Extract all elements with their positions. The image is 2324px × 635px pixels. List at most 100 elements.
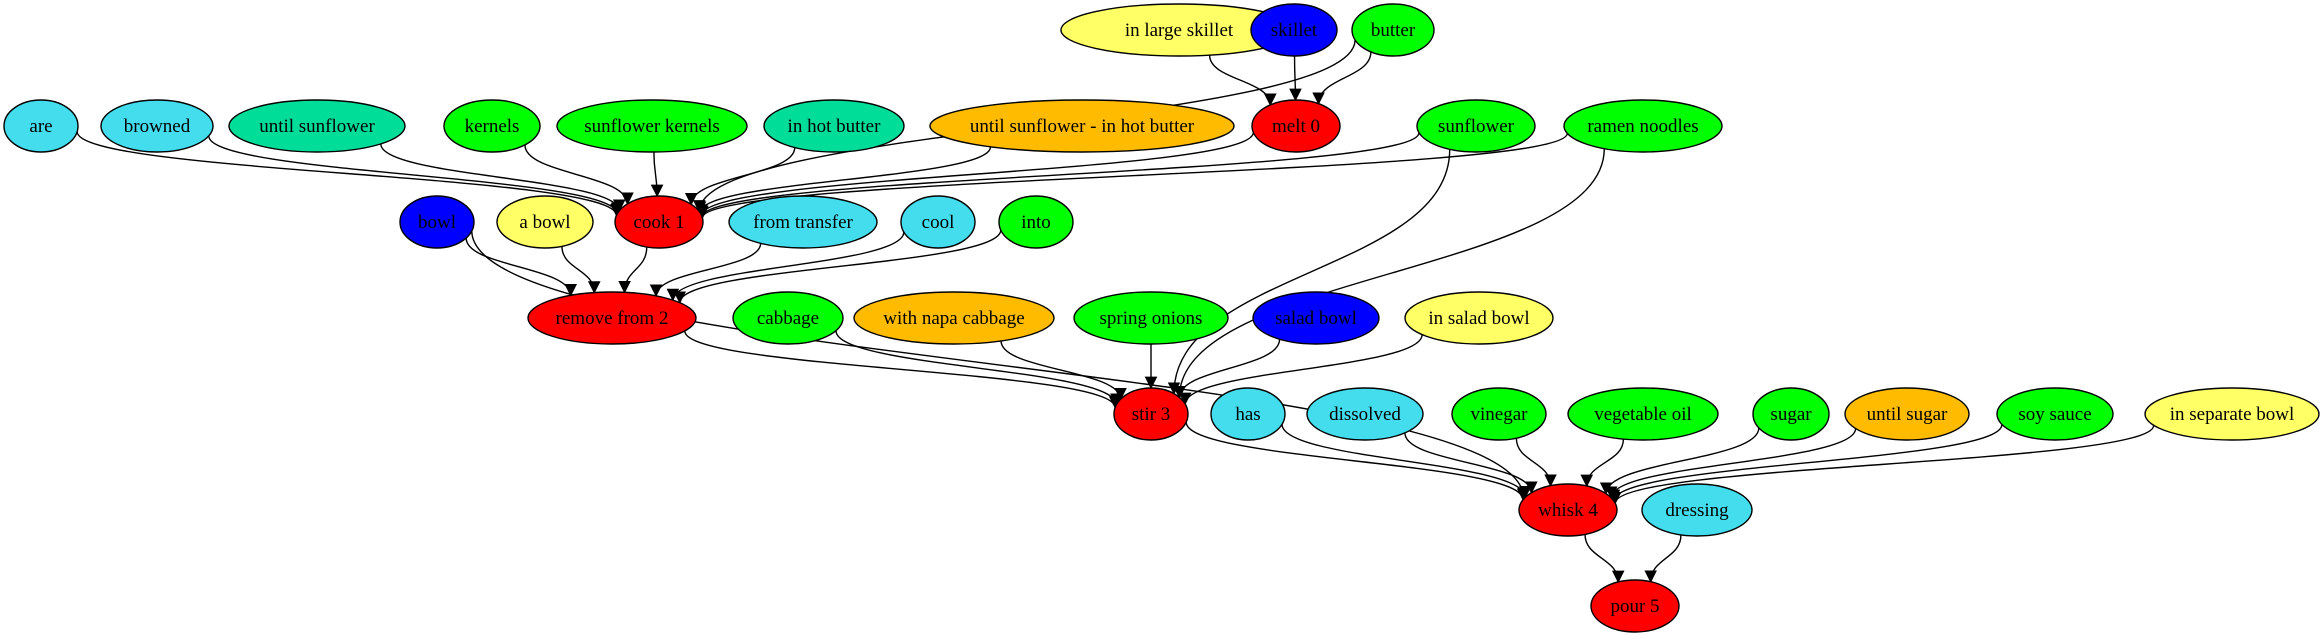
node-ellipse bbox=[1113, 387, 1189, 441]
node-label: a bowl bbox=[519, 212, 570, 233]
edge-in_large_skillet-to-melt0 bbox=[1208, 55, 1277, 107]
node-ellipse bbox=[763, 99, 905, 153]
node-ellipse bbox=[1844, 387, 1970, 441]
node-label: butter bbox=[1371, 20, 1416, 41]
node-label: pour 5 bbox=[1610, 596, 1659, 617]
edge-cook1-to-remove2 bbox=[618, 246, 648, 294]
node-sugar: sugar bbox=[1752, 387, 1830, 441]
edge-vinegar-to-whisk4 bbox=[1515, 438, 1557, 487]
node-label: in large skillet bbox=[1125, 20, 1234, 41]
node-ellipse bbox=[100, 99, 214, 153]
node-label: are bbox=[29, 116, 52, 137]
node-ellipse bbox=[1416, 99, 1536, 153]
edge-whisk4-to-pour5 bbox=[1584, 534, 1625, 584]
edge-bowl-to-remove2 bbox=[465, 237, 577, 297]
node-label: sugar bbox=[1770, 404, 1812, 425]
node-label: cool bbox=[922, 212, 955, 233]
node-layer: in large skillet skillet butter melt 0 are br… bbox=[3, 3, 2320, 633]
node-until-sunflower: until sunflower bbox=[228, 99, 406, 153]
node-label: in salad bowl bbox=[1428, 308, 1529, 329]
edge-dissolved-to-whisk4 bbox=[1404, 432, 1538, 494]
node-stir3: stir 3 bbox=[1113, 387, 1189, 441]
node-pour5: pour 5 bbox=[1590, 579, 1680, 633]
node-ellipse bbox=[496, 195, 594, 249]
node-label: stir 3 bbox=[1132, 404, 1171, 425]
node-label: into bbox=[1021, 212, 1051, 233]
node-cook1: cook 1 bbox=[614, 195, 704, 249]
node-label: bowl bbox=[418, 212, 456, 233]
node-ellipse bbox=[998, 195, 1074, 249]
node-ellipse bbox=[1250, 3, 1338, 57]
node-in-hot-butter: in hot butter bbox=[763, 99, 905, 153]
node-ellipse bbox=[929, 99, 1235, 153]
node-ellipse bbox=[1590, 579, 1680, 633]
edge-remove2-to-stir3 bbox=[684, 330, 1122, 409]
node-ellipse bbox=[1518, 483, 1618, 537]
node-has: has bbox=[1210, 387, 1286, 441]
edge-cabbage-to-stir3 bbox=[835, 330, 1123, 407]
node-label: vegetable oil bbox=[1594, 404, 1692, 425]
node-label: whisk 4 bbox=[1538, 500, 1598, 521]
edge-sunflower-to-cook1 bbox=[696, 132, 1420, 219]
node-label: spring onions bbox=[1100, 308, 1203, 329]
node-in-salad-bowl: in salad bowl bbox=[1404, 291, 1554, 345]
node-ellipse bbox=[614, 195, 704, 249]
node-label: until sunflower - in hot butter bbox=[970, 116, 1195, 137]
node-ellipse bbox=[228, 99, 406, 153]
node-label: until sunflower bbox=[259, 116, 375, 137]
node-ellipse bbox=[1996, 387, 2114, 441]
node-ellipse bbox=[1251, 99, 1341, 153]
node-bowl: bowl bbox=[399, 195, 475, 249]
node-label: salad bowl bbox=[1275, 308, 1357, 329]
node-ellipse bbox=[728, 195, 878, 249]
edge-butter-to-melt0 bbox=[1312, 51, 1372, 105]
edge-melt0-to-cook1 bbox=[695, 132, 1255, 217]
node-dissolved: dissolved bbox=[1306, 387, 1424, 441]
node-a-bowl: a bowl bbox=[496, 195, 594, 249]
node-label: with napa cabbage bbox=[883, 308, 1024, 329]
node-label: melt 0 bbox=[1272, 116, 1320, 137]
node-ellipse bbox=[853, 291, 1055, 345]
edge-a_bowl-to-remove2 bbox=[561, 246, 601, 294]
node-label: sunflower kernels bbox=[584, 116, 720, 137]
edge-cool-to-remove2 bbox=[666, 231, 905, 302]
node-ellipse bbox=[1252, 291, 1380, 345]
node-soy-sauce: soy sauce bbox=[1996, 387, 2114, 441]
node-melt0: melt 0 bbox=[1251, 99, 1341, 153]
node-dressing: dressing bbox=[1641, 483, 1753, 537]
edge-sunflower_kernels-to-cook1 bbox=[650, 151, 664, 198]
node-butter: butter bbox=[1351, 3, 1435, 57]
edge-are-to-cook1 bbox=[76, 131, 623, 217]
edge-soy_sauce-to-whisk4 bbox=[1607, 424, 2003, 503]
node-cool: cool bbox=[900, 195, 976, 249]
edge-in_separate_bowl-to-whisk4 bbox=[1609, 425, 2155, 505]
node-label: soy sauce bbox=[2018, 404, 2091, 425]
node-kernels: kernels bbox=[443, 99, 541, 153]
node-label: from transfer bbox=[753, 212, 853, 233]
node-label: browned bbox=[124, 116, 191, 137]
edge-until_sugar-to-whisk4 bbox=[1605, 428, 1857, 500]
node-label: ramen noodles bbox=[1587, 116, 1698, 137]
node-label: cook 1 bbox=[633, 212, 684, 233]
node-label: dissolved bbox=[1329, 404, 1401, 425]
node-ellipse bbox=[1451, 387, 1547, 441]
node-label: dressing bbox=[1665, 500, 1729, 521]
node-salad-bowl: salad bowl bbox=[1252, 291, 1380, 345]
node-ellipse bbox=[1351, 3, 1435, 57]
node-browned: browned bbox=[100, 99, 214, 153]
edge-until_sunflower-to-cook1 bbox=[380, 143, 626, 213]
node-ramen-noodles: ramen noodles bbox=[1563, 99, 1723, 153]
node-ellipse bbox=[1752, 387, 1830, 441]
node-sunflower-kernels: sunflower kernels bbox=[556, 99, 748, 153]
node-in-large-skillet: in large skillet bbox=[1060, 3, 1298, 57]
node-label: skillet bbox=[1271, 20, 1318, 41]
node-with-napa-cabbage: with napa cabbage bbox=[853, 291, 1055, 345]
edge-sugar-to-whisk4 bbox=[1599, 427, 1760, 495]
edge-with_napa_cabbage-to-stir3 bbox=[1000, 340, 1127, 401]
node-ellipse bbox=[1404, 291, 1554, 345]
edge-from_transfer-to-remove2 bbox=[649, 243, 762, 298]
edge-until_sunflower_hot-to-cook1 bbox=[693, 146, 992, 214]
node-ellipse bbox=[2144, 387, 2320, 441]
node-cabbage: cabbage bbox=[732, 291, 844, 345]
